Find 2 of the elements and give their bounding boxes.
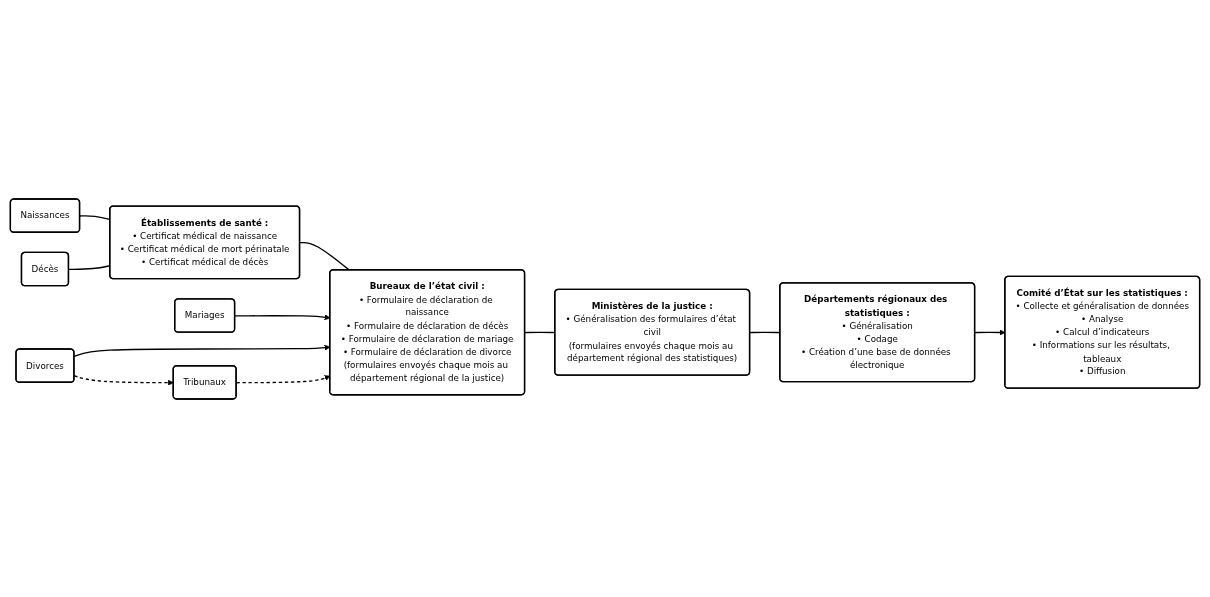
arrow (73, 374, 174, 386)
connector (299, 241, 350, 271)
